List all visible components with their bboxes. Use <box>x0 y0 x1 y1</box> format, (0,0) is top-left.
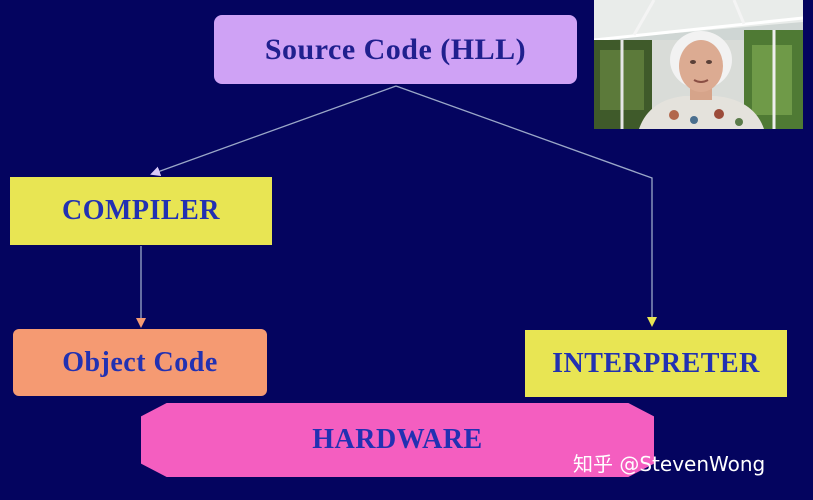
node-compiler-label: COMPILER <box>62 195 220 226</box>
watermark-text: 知乎 @StevenWong <box>573 452 766 476</box>
node-interpreter-label: INTERPRETER <box>552 347 760 379</box>
node-source-code: Source Code (HLL) <box>214 15 577 84</box>
presenter-illustration <box>594 0 803 129</box>
node-hardware: HARDWARE <box>141 403 654 477</box>
arrow-source-to-interpreter <box>395 85 657 327</box>
arrow-source-to-compiler <box>150 85 397 176</box>
node-source-code-label: Source Code (HLL) <box>264 32 527 66</box>
node-object-code-label: Object Code <box>62 346 218 378</box>
node-hardware-label: HARDWARE <box>312 424 483 455</box>
node-object-code: Object Code <box>13 329 267 396</box>
node-interpreter: INTERPRETER <box>525 330 787 397</box>
node-compiler: COMPILER <box>10 177 272 245</box>
presenter-webcam-image <box>594 0 803 129</box>
